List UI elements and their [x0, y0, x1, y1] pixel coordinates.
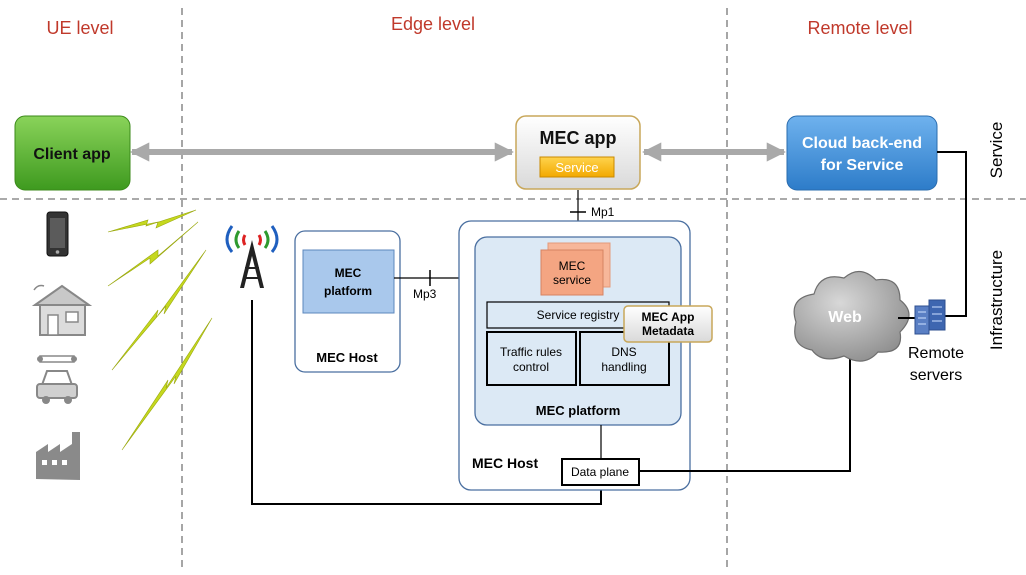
client-app-box: Client app	[14, 115, 131, 191]
cloud-to-servers-link	[931, 151, 967, 317]
data-plane-to-web-link	[639, 358, 851, 472]
data-plane-label: Data plane	[571, 465, 629, 479]
mec-platform-label: MEC platform	[536, 403, 621, 418]
mec-service-line2: service	[553, 273, 591, 287]
car-icon	[36, 355, 78, 404]
traffic-rules-line1: Traffic rules	[500, 345, 562, 359]
antenna-icon	[225, 225, 279, 288]
lightning-bolt-3	[111, 249, 207, 371]
client-app-label: Client app	[33, 146, 111, 163]
mec-service-line1: MEC	[559, 259, 586, 273]
left-platform-line1: MEC	[335, 266, 362, 280]
data-plane-box	[561, 458, 640, 486]
lightning-bolt-1	[107, 209, 197, 233]
mp1-label: Mp1	[591, 205, 615, 219]
left-mec-host: MEC platform MEC Host	[294, 230, 401, 373]
cloud-backend-box: Cloud back-end for Service	[786, 115, 938, 191]
mec-service-stack: MEC service	[540, 242, 611, 296]
mec-app-service-label: Service	[555, 160, 598, 175]
remote-servers-line2: servers	[910, 367, 962, 384]
mec-app-label: MEC app	[539, 128, 616, 148]
cloud-backend-line2: for Service	[821, 157, 904, 174]
metadata-line2: Metadata	[642, 324, 694, 338]
web-cloud: Web	[793, 270, 910, 362]
service-side-label: Service	[987, 122, 1006, 179]
lightning-bolt-2	[107, 221, 199, 287]
left-platform-line2: platform	[324, 284, 372, 298]
home-icon	[31, 284, 93, 336]
infrastructure-side-label: Infrastructure	[987, 250, 1006, 350]
service-registry-label: Service registry	[537, 308, 620, 322]
cloud-backend-line1: Cloud back-end	[802, 135, 922, 152]
web-label: Web	[828, 309, 862, 326]
traffic-rules-line2: control	[513, 360, 549, 374]
left-mec-platform	[302, 249, 395, 314]
factory-icon	[36, 432, 80, 480]
metadata-line1: MEC App	[642, 310, 695, 324]
server-icon	[914, 299, 946, 335]
mec-app-metadata-box: MEC App Metadata	[623, 305, 713, 343]
left-host-label: MEC Host	[316, 350, 378, 365]
mp3-label: Mp3	[413, 287, 437, 301]
mec-app-service-badge	[539, 156, 615, 178]
traffic-rules-box	[486, 331, 577, 386]
mec-app-box: MEC app Service	[515, 115, 641, 190]
dns-handling-line2: handling	[601, 360, 646, 374]
ue-level-label: UE level	[46, 18, 113, 38]
lightning-bolt-4	[121, 317, 213, 451]
phone-icon	[46, 211, 69, 257]
main-host-label: MEC Host	[472, 455, 538, 471]
dns-handling-line1: DNS	[611, 345, 636, 359]
level-separators	[0, 8, 1026, 568]
edge-level-label: Edge level	[391, 14, 475, 34]
remote-level-label: Remote level	[807, 18, 912, 38]
main-mec-host: MEC service Service registry Traffic rul…	[458, 220, 713, 491]
antenna-to-data-plane-link	[251, 300, 602, 505]
wireless-links	[107, 209, 213, 451]
remote-servers-line1: Remote	[908, 345, 964, 362]
